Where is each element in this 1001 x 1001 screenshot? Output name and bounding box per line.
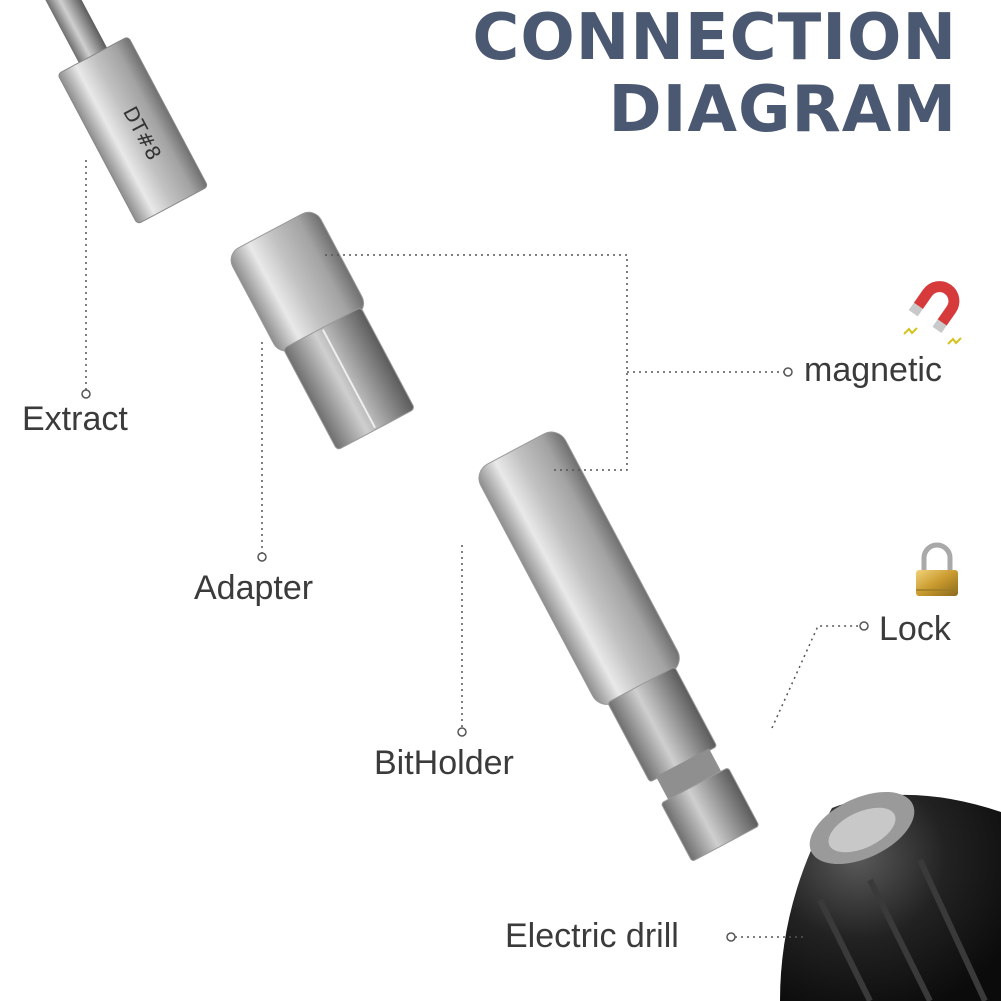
electric-drill <box>780 791 1001 1001</box>
adapter-part <box>230 211 414 450</box>
bitholder-part <box>478 431 759 861</box>
leader-lock <box>771 625 860 729</box>
magnet-icon <box>903 281 962 345</box>
leader-lines <box>85 160 860 938</box>
label-lock: Lock <box>879 610 951 648</box>
extract-bit: DT#8 <box>37 0 208 224</box>
padlock-icon <box>916 542 958 596</box>
label-adapter: Adapter <box>194 569 314 607</box>
leader-magnetic-bracket <box>325 254 628 471</box>
title-line-1: CONNECTION <box>472 1 957 75</box>
label-electric-drill: Electric drill <box>505 917 679 955</box>
label-magnetic: magnetic <box>804 351 942 389</box>
leader-dots <box>81 367 869 942</box>
label-bitholder: BitHolder <box>374 744 514 782</box>
label-extract: Extract <box>22 400 128 438</box>
title-line-2: DIAGRAM <box>608 73 957 147</box>
